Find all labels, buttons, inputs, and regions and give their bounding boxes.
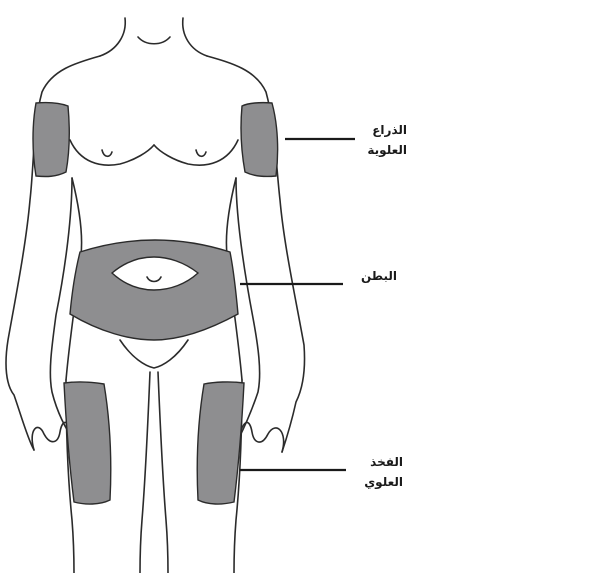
label-abdomen: البطن: [307, 266, 397, 286]
label-abdomen-line1: البطن: [307, 266, 397, 286]
label-upper-thigh-line1: الفخذ: [313, 452, 403, 472]
label-upper-arm-line1: الذراع: [317, 120, 407, 140]
neck-right: [183, 18, 207, 56]
nipple-right: [196, 150, 206, 156]
label-upper-arm: الذراع العلوية: [317, 120, 407, 160]
nipple-left: [102, 150, 112, 156]
label-upper-thigh: الفخذ العلوي: [313, 452, 403, 492]
site-upper-arm-left: [33, 103, 69, 177]
right-leg-inner: [158, 372, 168, 573]
neck-left: [100, 18, 125, 56]
label-upper-arm-line2: العلوية: [317, 140, 407, 160]
site-upper-arm-right: [241, 103, 278, 177]
leader-lines: [240, 139, 355, 470]
site-upper-thigh-left: [64, 382, 111, 504]
groin: [120, 340, 188, 368]
label-upper-thigh-line2: العلوي: [313, 472, 403, 492]
left-leg-inner: [140, 372, 150, 573]
site-upper-thigh-right: [197, 382, 244, 504]
collarbone: [138, 37, 170, 44]
